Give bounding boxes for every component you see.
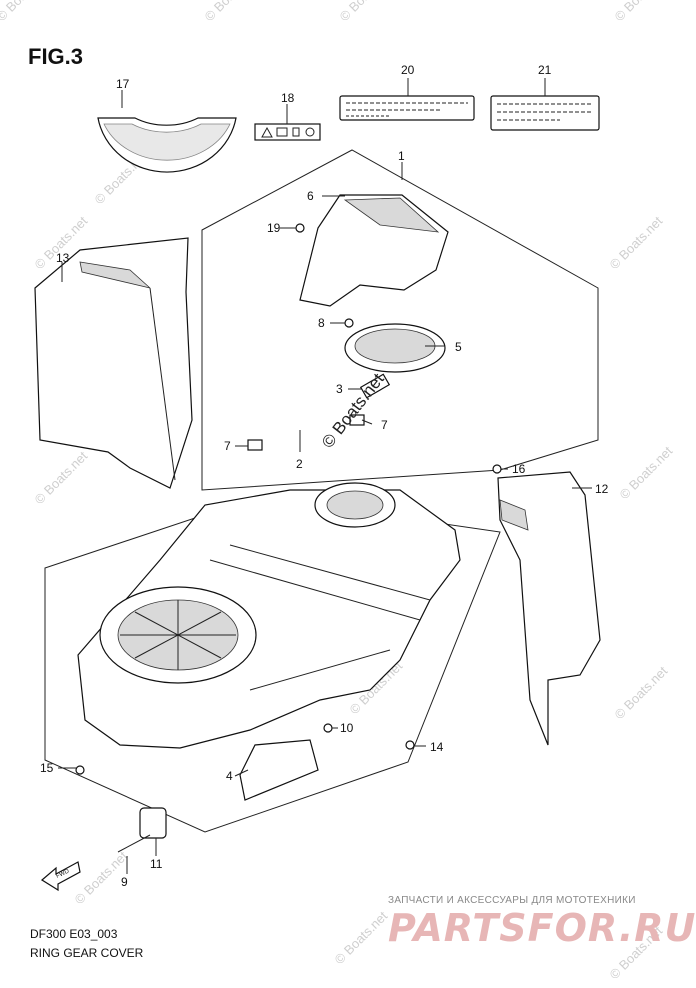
part-3-fitting: [359, 373, 391, 399]
diagram-caption: RING GEAR COVER: [30, 946, 144, 960]
callout: 5: [455, 340, 462, 354]
watermark: © Boats.net: [337, 0, 396, 24]
figure-title: FIG.3: [28, 44, 84, 69]
callout: 7: [381, 418, 388, 432]
part-6-bracket: [299, 194, 449, 307]
callout: 12: [595, 482, 609, 496]
watermark: © Boats.net: [332, 908, 391, 967]
watermark: © Boats.net: [32, 448, 91, 507]
callout: 19: [267, 221, 281, 235]
callout: 21: [538, 63, 552, 77]
ring-gear-cover-main: [77, 482, 461, 749]
watermark: © Boats.net: [202, 0, 261, 24]
watermark: © Boats.net: [617, 443, 676, 502]
part-13-side-plate: [34, 237, 193, 489]
part-7-clip: [247, 439, 263, 451]
callout: 7: [224, 439, 231, 453]
callout: 2: [296, 457, 303, 471]
model-code: DF300 E03_003: [30, 927, 118, 941]
callout: 4: [226, 769, 233, 783]
part-20-decal: [339, 95, 475, 121]
callout: 6: [307, 189, 314, 203]
callout: 16: [512, 462, 526, 476]
watermark: © Boats.net: [607, 213, 666, 272]
callout: 13: [56, 251, 70, 265]
watermark: © Boats.net: [0, 0, 53, 24]
part-5-mesh-filter: [344, 323, 446, 373]
callout: 10: [340, 721, 354, 735]
callout: 14: [430, 740, 444, 754]
watermark: © Boats.net: [612, 663, 671, 722]
part-7-clip: [349, 414, 365, 426]
part-19-caution-label: [254, 123, 321, 141]
callout: 8: [318, 316, 325, 330]
callout: 9: [121, 875, 128, 889]
fwd-arrow-label: FWD: [55, 868, 71, 879]
fwd-arrow: FWD: [40, 861, 81, 892]
part-15-bolt: [75, 765, 85, 775]
part-17-bolt: [117, 834, 151, 853]
assembly-frame-upper: [201, 149, 599, 491]
callout-numbers: 17 18 20 21 1 6 19 13 8 5 3 7 7 2 16 12 …: [40, 63, 609, 889]
part-10-bolt: [323, 723, 333, 733]
callout: 20: [401, 63, 415, 77]
part-4-bracket: [239, 739, 319, 801]
callout: 3: [336, 382, 343, 396]
shop-logo: PARTSFOR.RU: [388, 906, 696, 950]
part-14-bolt: [492, 464, 502, 474]
callout: 11: [150, 857, 163, 871]
part-8-bolt: [344, 318, 354, 328]
callout: 15: [40, 761, 54, 775]
callout: 1: [398, 149, 405, 163]
part-9-bolt: [295, 223, 305, 233]
part-16-bolt: [405, 740, 415, 750]
part-21-decal: [490, 95, 600, 131]
watermark: © Boats.net: [612, 0, 671, 24]
part-18-gasket: [97, 117, 237, 173]
part-12-side-panel: [497, 471, 601, 746]
part-11-clamp: [139, 807, 167, 839]
leader-lines: [58, 78, 592, 874]
callout: 18: [281, 91, 295, 105]
callout: 17: [116, 77, 130, 91]
shop-tagline: ЗАПЧАСТИ И АКСЕССУАРЫ ДЛЯ МОТОТЕХНИКИ: [388, 895, 636, 906]
